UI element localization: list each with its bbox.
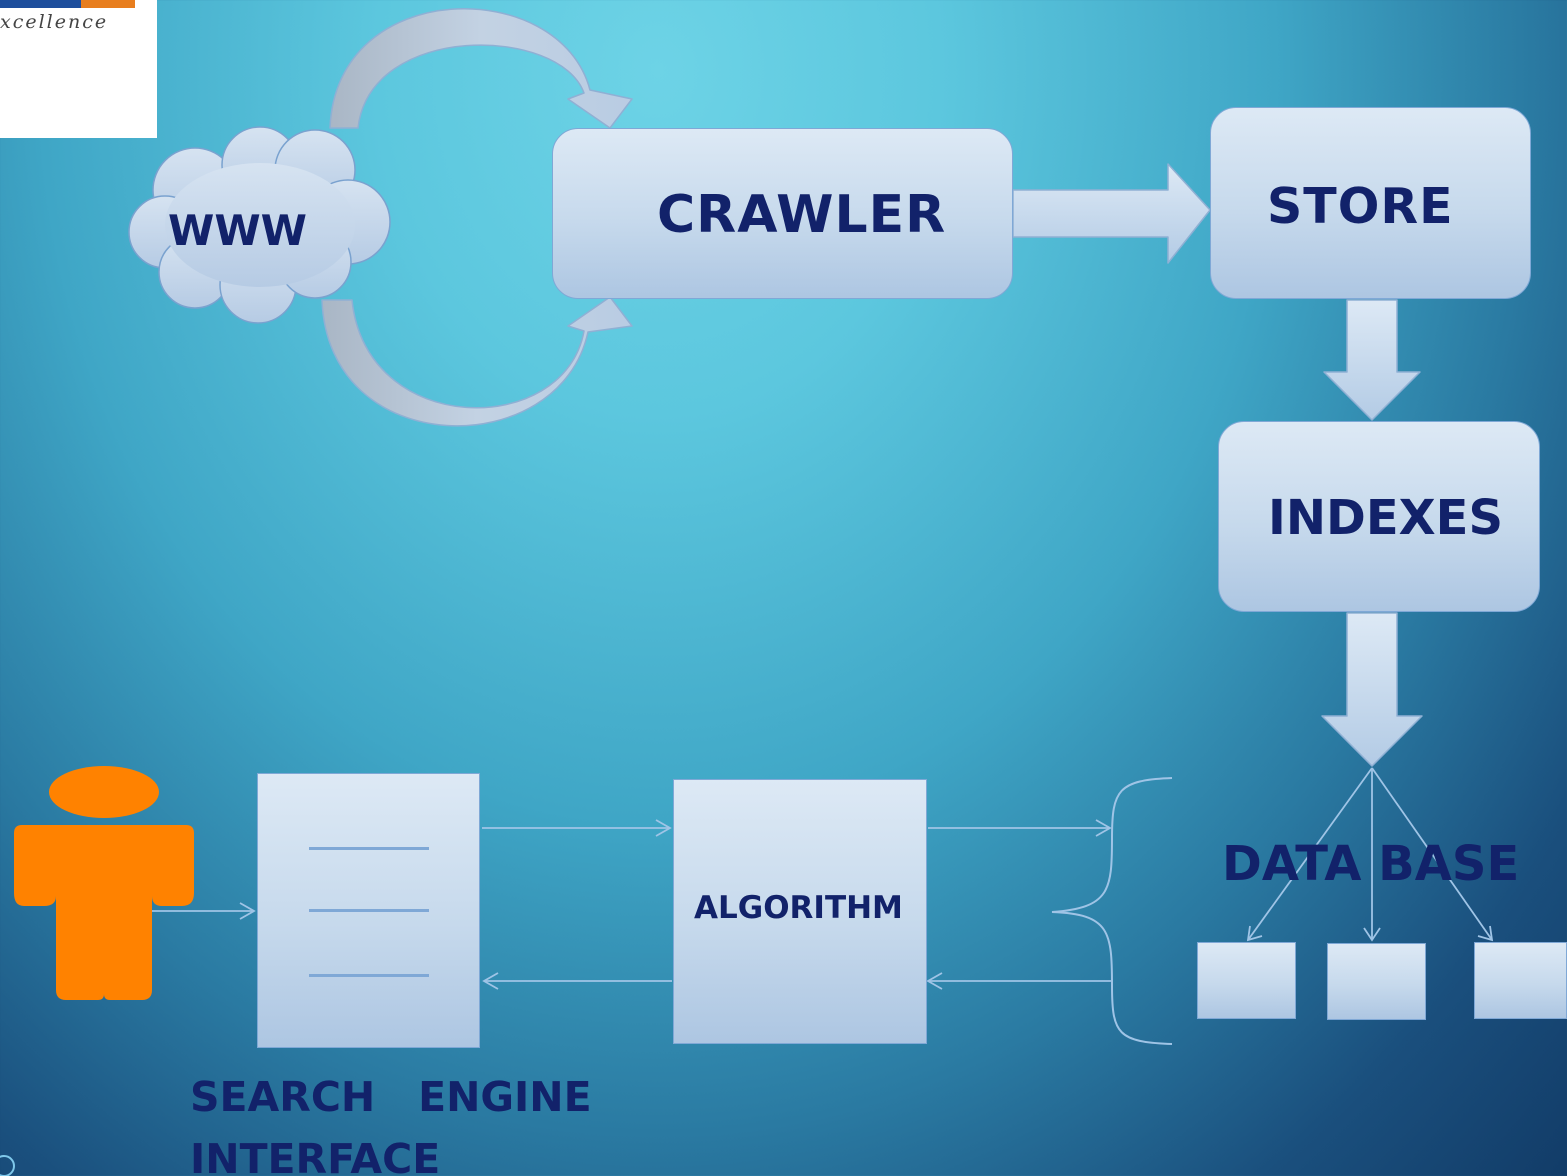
indexes-node: [1218, 421, 1540, 612]
user-icon: [14, 766, 194, 1000]
algorithm-node: [673, 779, 927, 1044]
database-table-1: [1197, 942, 1296, 1019]
store-label: STORE: [1267, 178, 1454, 235]
store-node: [1210, 107, 1531, 299]
block-arrow-icon: [1012, 163, 1211, 264]
block-arrow-icon: [1323, 299, 1421, 421]
database-label: DATA BASE: [1222, 836, 1520, 892]
crawler-label: CRAWLER: [657, 185, 947, 245]
logo-text: xcellence: [0, 11, 109, 33]
corner-circle-icon: [0, 1155, 15, 1176]
interface-line: [309, 974, 429, 977]
database-brace: [1051, 777, 1173, 1045]
search-engine-interface-node: [257, 773, 480, 1048]
interface-line: [309, 909, 429, 912]
flow-connectors: [152, 819, 1112, 990]
search-engine-interface-label: SEARCH ENGINE INTERFACE: [190, 1073, 592, 1176]
curved-arrow-icon: [321, 296, 633, 427]
database-connectors: [1246, 767, 1494, 942]
crawler-node: [552, 128, 1013, 299]
logo-mark: [0, 0, 135, 8]
logo: xcellence: [0, 0, 157, 138]
algorithm-label: ALGORITHM: [694, 890, 903, 926]
indexes-label: INDEXES: [1268, 490, 1504, 546]
cloud-icon: [128, 126, 391, 324]
curved-arrow-icon: [329, 8, 633, 129]
database-table-2: [1327, 943, 1426, 1020]
www-label: WWW: [168, 206, 307, 255]
database-table-3: [1474, 942, 1567, 1019]
interface-line: [309, 847, 429, 850]
block-arrow-icon: [1321, 612, 1423, 767]
